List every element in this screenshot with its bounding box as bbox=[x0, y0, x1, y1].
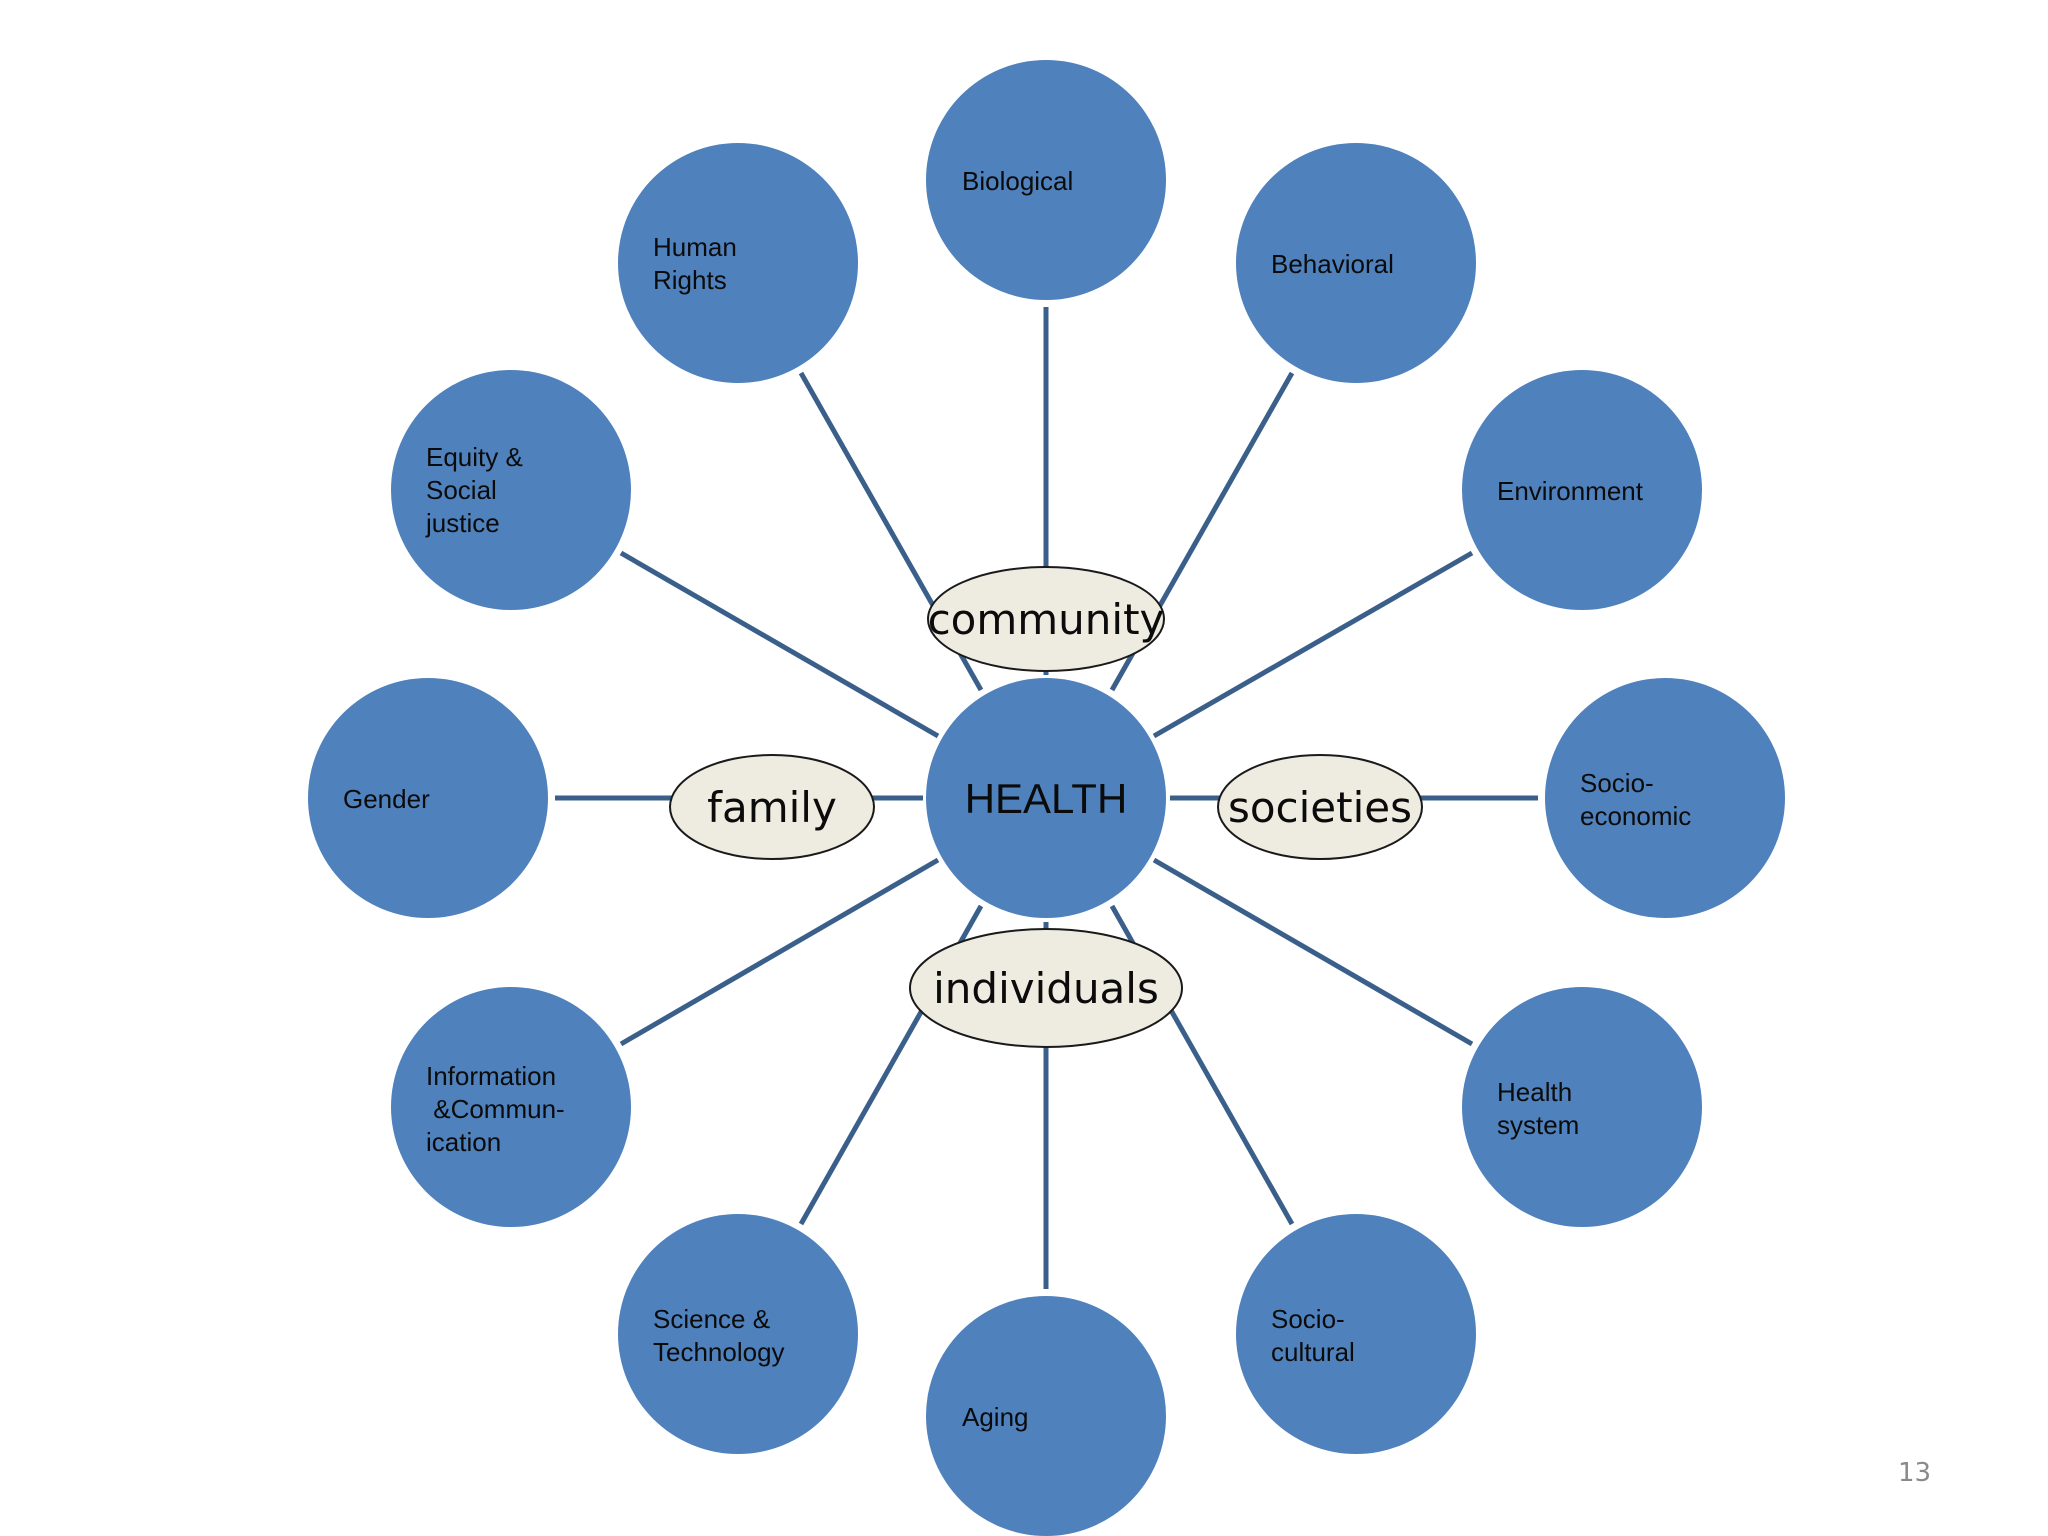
node-behavioral: Behavioral bbox=[1236, 143, 1476, 383]
node-information-communication-label: Information &Commun- ication bbox=[426, 1061, 615, 1157]
node-behavioral-label: Behavioral bbox=[1271, 249, 1394, 279]
node-science-technology: Science & Technology bbox=[618, 1214, 858, 1454]
node-biological-label: Biological bbox=[962, 166, 1073, 196]
node-human-rights: Human Rights bbox=[618, 143, 858, 383]
node-biological: Biological bbox=[926, 60, 1166, 300]
node-aging: Aging bbox=[926, 1296, 1166, 1536]
spoke-health-system bbox=[1152, 857, 1474, 1047]
oval-societies-label: societies bbox=[1228, 783, 1412, 832]
oval-societies: societies bbox=[1217, 754, 1423, 860]
node-science-technology-label: Science & Technology bbox=[653, 1304, 785, 1367]
spoke-environment bbox=[1152, 550, 1474, 739]
node-health-system-label: Health system bbox=[1497, 1077, 1579, 1140]
oval-family-label: family bbox=[707, 783, 837, 832]
node-aging-label: Aging bbox=[962, 1402, 1029, 1432]
oval-community-label: community bbox=[928, 595, 1165, 644]
oval-community: community bbox=[927, 566, 1165, 672]
node-information-communication: Information &Commun- ication bbox=[391, 987, 631, 1227]
node-socio-cultural: Socio- cultural bbox=[1236, 1214, 1476, 1454]
node-socio-cultural-label: Socio- cultural bbox=[1271, 1304, 1355, 1367]
spoke-information-communication bbox=[619, 857, 940, 1047]
node-environment: Environment bbox=[1462, 370, 1702, 610]
oval-individuals: individuals bbox=[909, 928, 1183, 1048]
oval-family: family bbox=[669, 754, 875, 860]
node-socio-economic-label: Socio- economic bbox=[1580, 768, 1691, 831]
node-health-system: Health system bbox=[1462, 987, 1702, 1227]
node-socio-economic: Socio- economic bbox=[1545, 678, 1785, 918]
node-equity-social-justice-label: Equity & Social justice bbox=[425, 442, 530, 538]
center-label: HEALTH bbox=[965, 775, 1128, 822]
spoke-equity-social-justice bbox=[619, 550, 940, 739]
node-gender-label: Gender bbox=[343, 784, 430, 814]
node-equity-social-justice: Equity & Social justice bbox=[391, 370, 631, 610]
node-human-rights-label: Human Rights bbox=[653, 232, 744, 295]
node-environment-label: Environment bbox=[1497, 476, 1644, 506]
oval-individuals-label: individuals bbox=[933, 964, 1159, 1013]
center-node: HEALTH bbox=[926, 678, 1166, 918]
page-number: 13 bbox=[1898, 1458, 1932, 1488]
node-gender: Gender bbox=[308, 678, 548, 918]
